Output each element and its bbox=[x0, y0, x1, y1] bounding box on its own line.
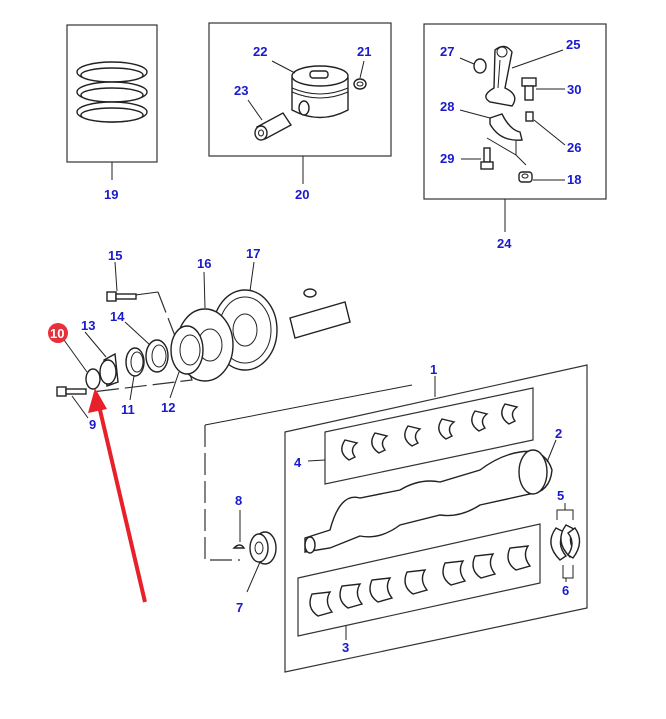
label-30[interactable]: 30 bbox=[567, 82, 581, 97]
piston-rings-icon bbox=[76, 61, 148, 123]
rod-bolt-29-icon bbox=[480, 147, 494, 170]
label-29[interactable]: 29 bbox=[440, 151, 454, 166]
seal-14-icon bbox=[145, 339, 169, 373]
highlight-badge-10[interactable]: 10 bbox=[48, 323, 68, 343]
washer-13-icon bbox=[99, 352, 119, 387]
label-4[interactable]: 4 bbox=[294, 455, 302, 470]
label-17[interactable]: 17 bbox=[246, 246, 260, 261]
crankshaft-group: 1 4 2 3 bbox=[204, 362, 588, 673]
label-1[interactable]: 1 bbox=[430, 362, 437, 377]
label-23[interactable]: 23 bbox=[234, 83, 248, 98]
label-21[interactable]: 21 bbox=[357, 44, 371, 59]
label-19[interactable]: 19 bbox=[104, 187, 118, 202]
bolt-9-icon bbox=[56, 386, 87, 397]
label-16[interactable]: 16 bbox=[197, 256, 211, 271]
label-20[interactable]: 20 bbox=[295, 187, 309, 202]
connecting-rod-icon bbox=[485, 45, 516, 107]
label-28[interactable]: 28 bbox=[440, 99, 454, 114]
label-18[interactable]: 18 bbox=[567, 172, 581, 187]
main-bearings-upper-icon bbox=[341, 403, 519, 461]
thrust-washers-icon bbox=[550, 524, 581, 561]
pulley-group: 15 16 17 14 13 11 12 9 10 bbox=[48, 246, 351, 432]
piston-group: 22 21 23 20 bbox=[208, 22, 392, 202]
o-ring-10-icon bbox=[85, 368, 101, 390]
bolt-15-icon bbox=[106, 291, 137, 302]
label-7[interactable]: 7 bbox=[236, 600, 243, 615]
label-2[interactable]: 2 bbox=[555, 426, 562, 441]
dowel-26-icon bbox=[525, 111, 534, 122]
main-bearings-lower-icon bbox=[309, 545, 532, 617]
conrod-group: 27 25 30 28 26 29 18 24 bbox=[423, 23, 607, 251]
label-14[interactable]: 14 bbox=[110, 309, 125, 324]
label-13[interactable]: 13 bbox=[81, 318, 95, 333]
label-5[interactable]: 5 bbox=[557, 488, 564, 503]
label-6[interactable]: 6 bbox=[562, 583, 569, 598]
crank-gear-icon bbox=[249, 531, 277, 565]
crankshaft-box bbox=[284, 364, 588, 673]
label-12[interactable]: 12 bbox=[161, 400, 175, 415]
label-15[interactable]: 15 bbox=[108, 248, 122, 263]
label-25[interactable]: 25 bbox=[566, 37, 580, 52]
rod-bolt-30-icon bbox=[521, 77, 537, 101]
label-9[interactable]: 9 bbox=[89, 417, 96, 432]
label-26[interactable]: 26 bbox=[567, 140, 581, 155]
piston-box bbox=[208, 22, 392, 157]
spacer-11-icon bbox=[125, 347, 145, 377]
piston-rings-group: 19 bbox=[66, 24, 158, 202]
crankshaft-icon bbox=[304, 449, 553, 554]
red-arrow-icon bbox=[88, 388, 147, 603]
label-24[interactable]: 24 bbox=[497, 236, 512, 251]
label-27[interactable]: 27 bbox=[440, 44, 454, 59]
label-3[interactable]: 3 bbox=[342, 640, 349, 655]
key-shaft-icon bbox=[289, 288, 351, 339]
conrod-box bbox=[423, 23, 607, 200]
label-10[interactable]: 10 bbox=[50, 326, 64, 341]
small-end-bush-icon bbox=[473, 58, 487, 74]
label-22[interactable]: 22 bbox=[253, 44, 267, 59]
label-8[interactable]: 8 bbox=[235, 493, 242, 508]
upper-bearings-box bbox=[324, 387, 534, 485]
nut-18-icon bbox=[518, 171, 533, 183]
lower-bearings-box bbox=[297, 523, 541, 637]
label-11[interactable]: 11 bbox=[121, 402, 135, 417]
woodruff-key-icon bbox=[232, 544, 246, 549]
piston-pin-icon bbox=[254, 112, 293, 141]
piston-icon bbox=[291, 65, 349, 119]
circlip-icon bbox=[353, 78, 367, 90]
rod-cap-icon bbox=[489, 113, 523, 141]
hub-12-icon bbox=[170, 325, 204, 375]
